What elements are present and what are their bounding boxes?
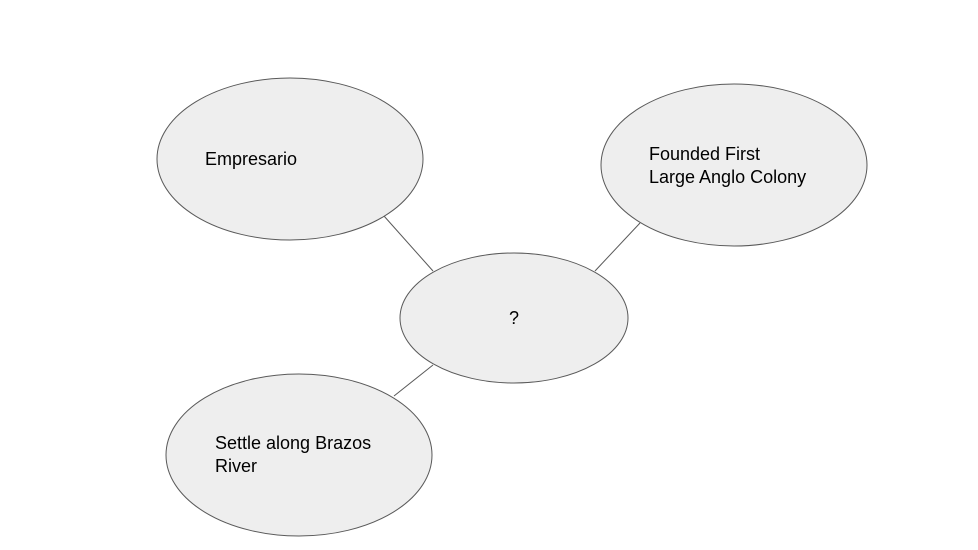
node-top-left[interactable]: [156, 77, 424, 241]
node-bottom-left-label-1: Settle along Brazos: [215, 433, 372, 453]
node-center[interactable]: [399, 252, 629, 384]
connector-bottom-left: [393, 364, 434, 397]
node-center-label: ?: [509, 308, 520, 328]
node-top-right-label-2: Large Anglo Colony: [649, 167, 807, 187]
node-bottom-left[interactable]: [165, 373, 433, 537]
node-top-right[interactable]: [600, 83, 868, 247]
connector-top-right: [594, 222, 641, 272]
node-top-left-label: Empresario: [205, 149, 298, 169]
node-top-right-label-1: Founded First: [649, 144, 761, 164]
connector-top-left: [383, 215, 434, 272]
node-bottom-left-label-2: River: [215, 456, 258, 476]
